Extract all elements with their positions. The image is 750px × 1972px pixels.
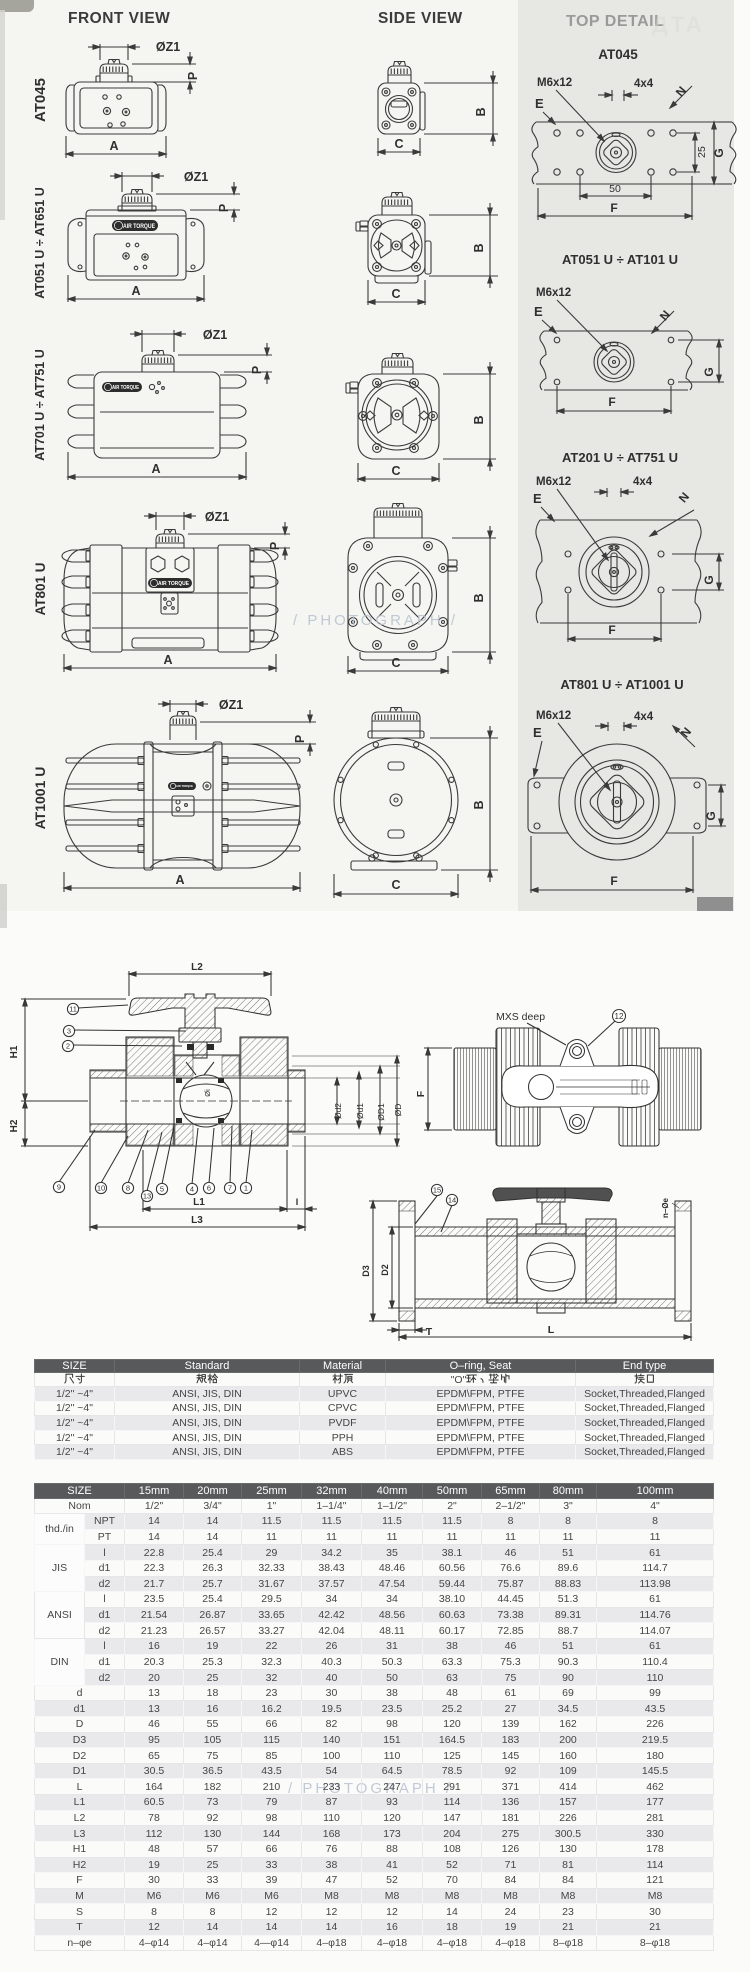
svg-text:12: 12: [615, 1012, 624, 1021]
svg-text:B: B: [474, 107, 488, 116]
svg-text:14: 14: [448, 1196, 456, 1205]
svg-text:ØZ1: ØZ1: [219, 698, 243, 712]
svg-text:B: B: [472, 593, 486, 602]
svg-text:AT701 U ÷ AT751 U: AT701 U ÷ AT751 U: [33, 349, 47, 461]
svg-text:A: A: [163, 653, 172, 667]
svg-text:H2: H2: [9, 1119, 20, 1132]
svg-text:E: E: [534, 304, 543, 319]
svg-text:B: B: [472, 800, 486, 809]
svg-text:3: 3: [67, 1027, 71, 1036]
svg-text:I: I: [296, 1197, 299, 1207]
svg-text:M6x12: M6x12: [537, 77, 572, 89]
svg-text:50: 50: [609, 183, 621, 195]
svg-text:E: E: [533, 725, 542, 740]
svg-text:P: P: [268, 542, 282, 550]
svg-text:AIR TORQUE: AIR TORQUE: [176, 784, 193, 788]
svg-text:AT051 U ÷ AT651 U: AT051 U ÷ AT651 U: [33, 187, 47, 299]
svg-text:L1: L1: [193, 1197, 205, 1208]
svg-text:C: C: [391, 464, 400, 478]
svg-text:9: 9: [57, 1183, 61, 1192]
svg-text:L: L: [548, 1324, 555, 1336]
svg-text:AT1001 U: AT1001 U: [32, 767, 48, 830]
svg-text:ØZ1: ØZ1: [203, 328, 227, 342]
svg-text:L3: L3: [191, 1215, 203, 1226]
svg-text:Ød1: Ød1: [355, 1103, 365, 1119]
svg-text:4: 4: [190, 1185, 194, 1194]
svg-text:AT801 U: AT801 U: [33, 562, 48, 615]
svg-text:10: 10: [97, 1184, 105, 1193]
svg-text:ØZ1: ØZ1: [184, 170, 208, 184]
svg-text:AT201 U ÷ AT751 U: AT201 U ÷ AT751 U: [562, 450, 678, 465]
svg-text:Øi: Øi: [203, 1089, 212, 1097]
svg-text:5: 5: [160, 1185, 164, 1194]
svg-text:C: C: [391, 656, 400, 670]
svg-text:B: B: [472, 243, 486, 252]
svg-text:6: 6: [207, 1184, 211, 1193]
svg-text:T: T: [426, 1326, 433, 1338]
svg-text:2: 2: [66, 1042, 70, 1051]
svg-text:P: P: [293, 735, 307, 743]
svg-text:C: C: [391, 878, 400, 892]
svg-text:ØD1: ØD1: [376, 1103, 386, 1121]
svg-text:B: B: [472, 415, 486, 424]
svg-text:D3: D3: [361, 1265, 371, 1277]
svg-text:E: E: [533, 491, 542, 506]
svg-text:AIR TORQUE: AIR TORQUE: [123, 224, 155, 230]
svg-text:P: P: [250, 366, 264, 374]
svg-text:11: 11: [69, 1005, 77, 1014]
svg-text:C: C: [391, 287, 400, 301]
svg-text:G: G: [704, 811, 718, 820]
svg-text:A: A: [131, 284, 140, 298]
svg-text:M6x12: M6x12: [536, 476, 571, 488]
svg-text:A: A: [109, 139, 118, 153]
svg-text:F: F: [610, 201, 617, 215]
svg-text:1: 1: [244, 1184, 248, 1193]
svg-text:M6x12: M6x12: [536, 710, 571, 722]
svg-text:E: E: [535, 96, 544, 111]
svg-text:ØZ1: ØZ1: [156, 40, 180, 54]
svg-text:AT045: AT045: [32, 78, 49, 122]
svg-text:AIR TORQUE: AIR TORQUE: [112, 385, 140, 391]
svg-text:G: G: [702, 367, 716, 376]
svg-text:AIR TORQUE: AIR TORQUE: [158, 581, 190, 587]
svg-text:A: A: [151, 462, 160, 476]
svg-text:Ød2: Ød2: [333, 1103, 343, 1119]
svg-text:7: 7: [228, 1184, 232, 1193]
svg-text:ØD: ØD: [393, 1104, 403, 1117]
svg-text:15: 15: [433, 1186, 441, 1195]
svg-text:13: 13: [143, 1192, 151, 1201]
svg-text:L2: L2: [191, 962, 203, 973]
svg-text:G: G: [702, 575, 716, 584]
svg-text:n–Øe: n–Øe: [661, 1197, 670, 1218]
svg-text:4x4: 4x4: [634, 78, 654, 90]
svg-text:AT045: AT045: [598, 47, 638, 62]
svg-text:MXS deep: MXS deep: [496, 1011, 545, 1023]
svg-text:A: A: [175, 873, 184, 887]
svg-text:AT051 U ÷ AT101 U: AT051 U ÷ AT101 U: [562, 252, 678, 267]
svg-text:F: F: [608, 623, 615, 637]
svg-text:M6x12: M6x12: [536, 287, 571, 299]
svg-text:4x4: 4x4: [633, 476, 653, 488]
svg-text:G: G: [712, 148, 726, 157]
svg-text:25: 25: [696, 146, 708, 158]
svg-text:H1: H1: [9, 1045, 20, 1058]
svg-text:ØZ1: ØZ1: [205, 510, 229, 524]
svg-text:4x4: 4x4: [634, 711, 654, 723]
svg-text:F: F: [415, 1090, 427, 1097]
svg-text:F: F: [610, 874, 617, 888]
svg-text:P: P: [217, 204, 231, 212]
svg-text:8: 8: [126, 1184, 130, 1193]
svg-text:D2: D2: [380, 1264, 390, 1276]
svg-text:AT801 U ÷ AT1001 U: AT801 U ÷ AT1001 U: [560, 677, 683, 692]
svg-text:F: F: [608, 395, 615, 409]
svg-text:P: P: [186, 72, 200, 80]
svg-text:C: C: [394, 137, 403, 151]
